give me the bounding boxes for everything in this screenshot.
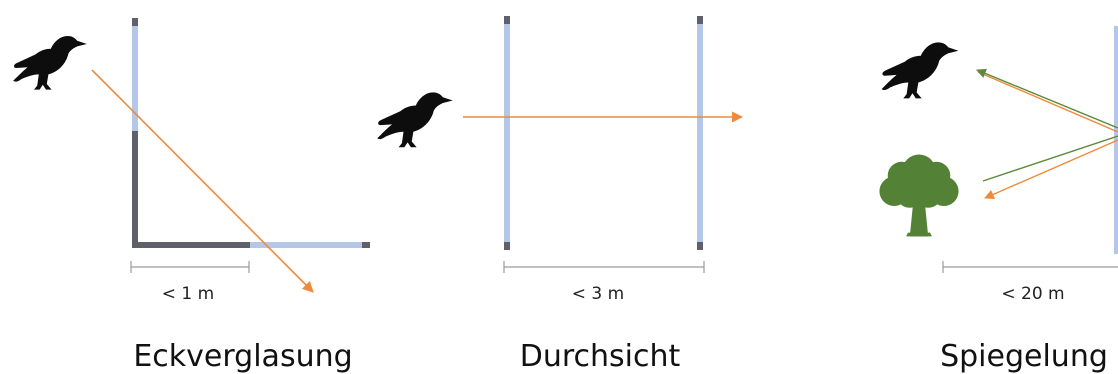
reflection-arrow-bird — [976, 68, 1118, 129]
frame-wall-vertical — [132, 131, 138, 248]
panel-eckverglasung: < 1 m Eckverglasung — [13, 18, 370, 374]
flight-path-arrow — [91, 69, 314, 293]
glass-pane-left — [504, 24, 510, 242]
panel-title: Spiegelung — [940, 339, 1108, 374]
panel-title: Durchsicht — [520, 339, 681, 374]
frame-wall-horizontal — [132, 242, 250, 248]
panel-durchsicht: < 3 m Durchsicht — [377, 16, 744, 374]
glass-pane-right — [697, 24, 703, 242]
panel-spiegelung: < 20 m Spiegelung — [879, 26, 1118, 374]
bird-icon — [377, 92, 453, 148]
distance-label: < 3 m — [572, 284, 624, 304]
reflection-line-tree — [982, 135, 1118, 182]
bird-sight-line — [977, 71, 1118, 133]
distance-dimension — [130, 261, 250, 273]
distance-label: < 20 m — [1001, 284, 1064, 304]
frame-cap — [697, 242, 703, 250]
frame-cap — [132, 18, 138, 26]
tree-icon — [879, 154, 959, 237]
distance-dimension — [942, 261, 1118, 273]
distance-label: < 1 m — [162, 284, 214, 304]
frame-cap — [504, 16, 510, 24]
flight-path-arrow — [984, 139, 1118, 199]
glass-pane-vertical — [132, 26, 138, 131]
glass-pane-reflective — [1114, 26, 1118, 254]
frame-cap — [362, 242, 370, 248]
frame-cap — [697, 16, 703, 24]
panel-title: Eckverglasung — [133, 339, 352, 374]
frame-cap — [504, 242, 510, 250]
glass-pane-horizontal — [250, 242, 362, 248]
distance-dimension — [503, 261, 705, 273]
bird-icon — [881, 42, 959, 99]
bird-icon — [13, 36, 87, 90]
